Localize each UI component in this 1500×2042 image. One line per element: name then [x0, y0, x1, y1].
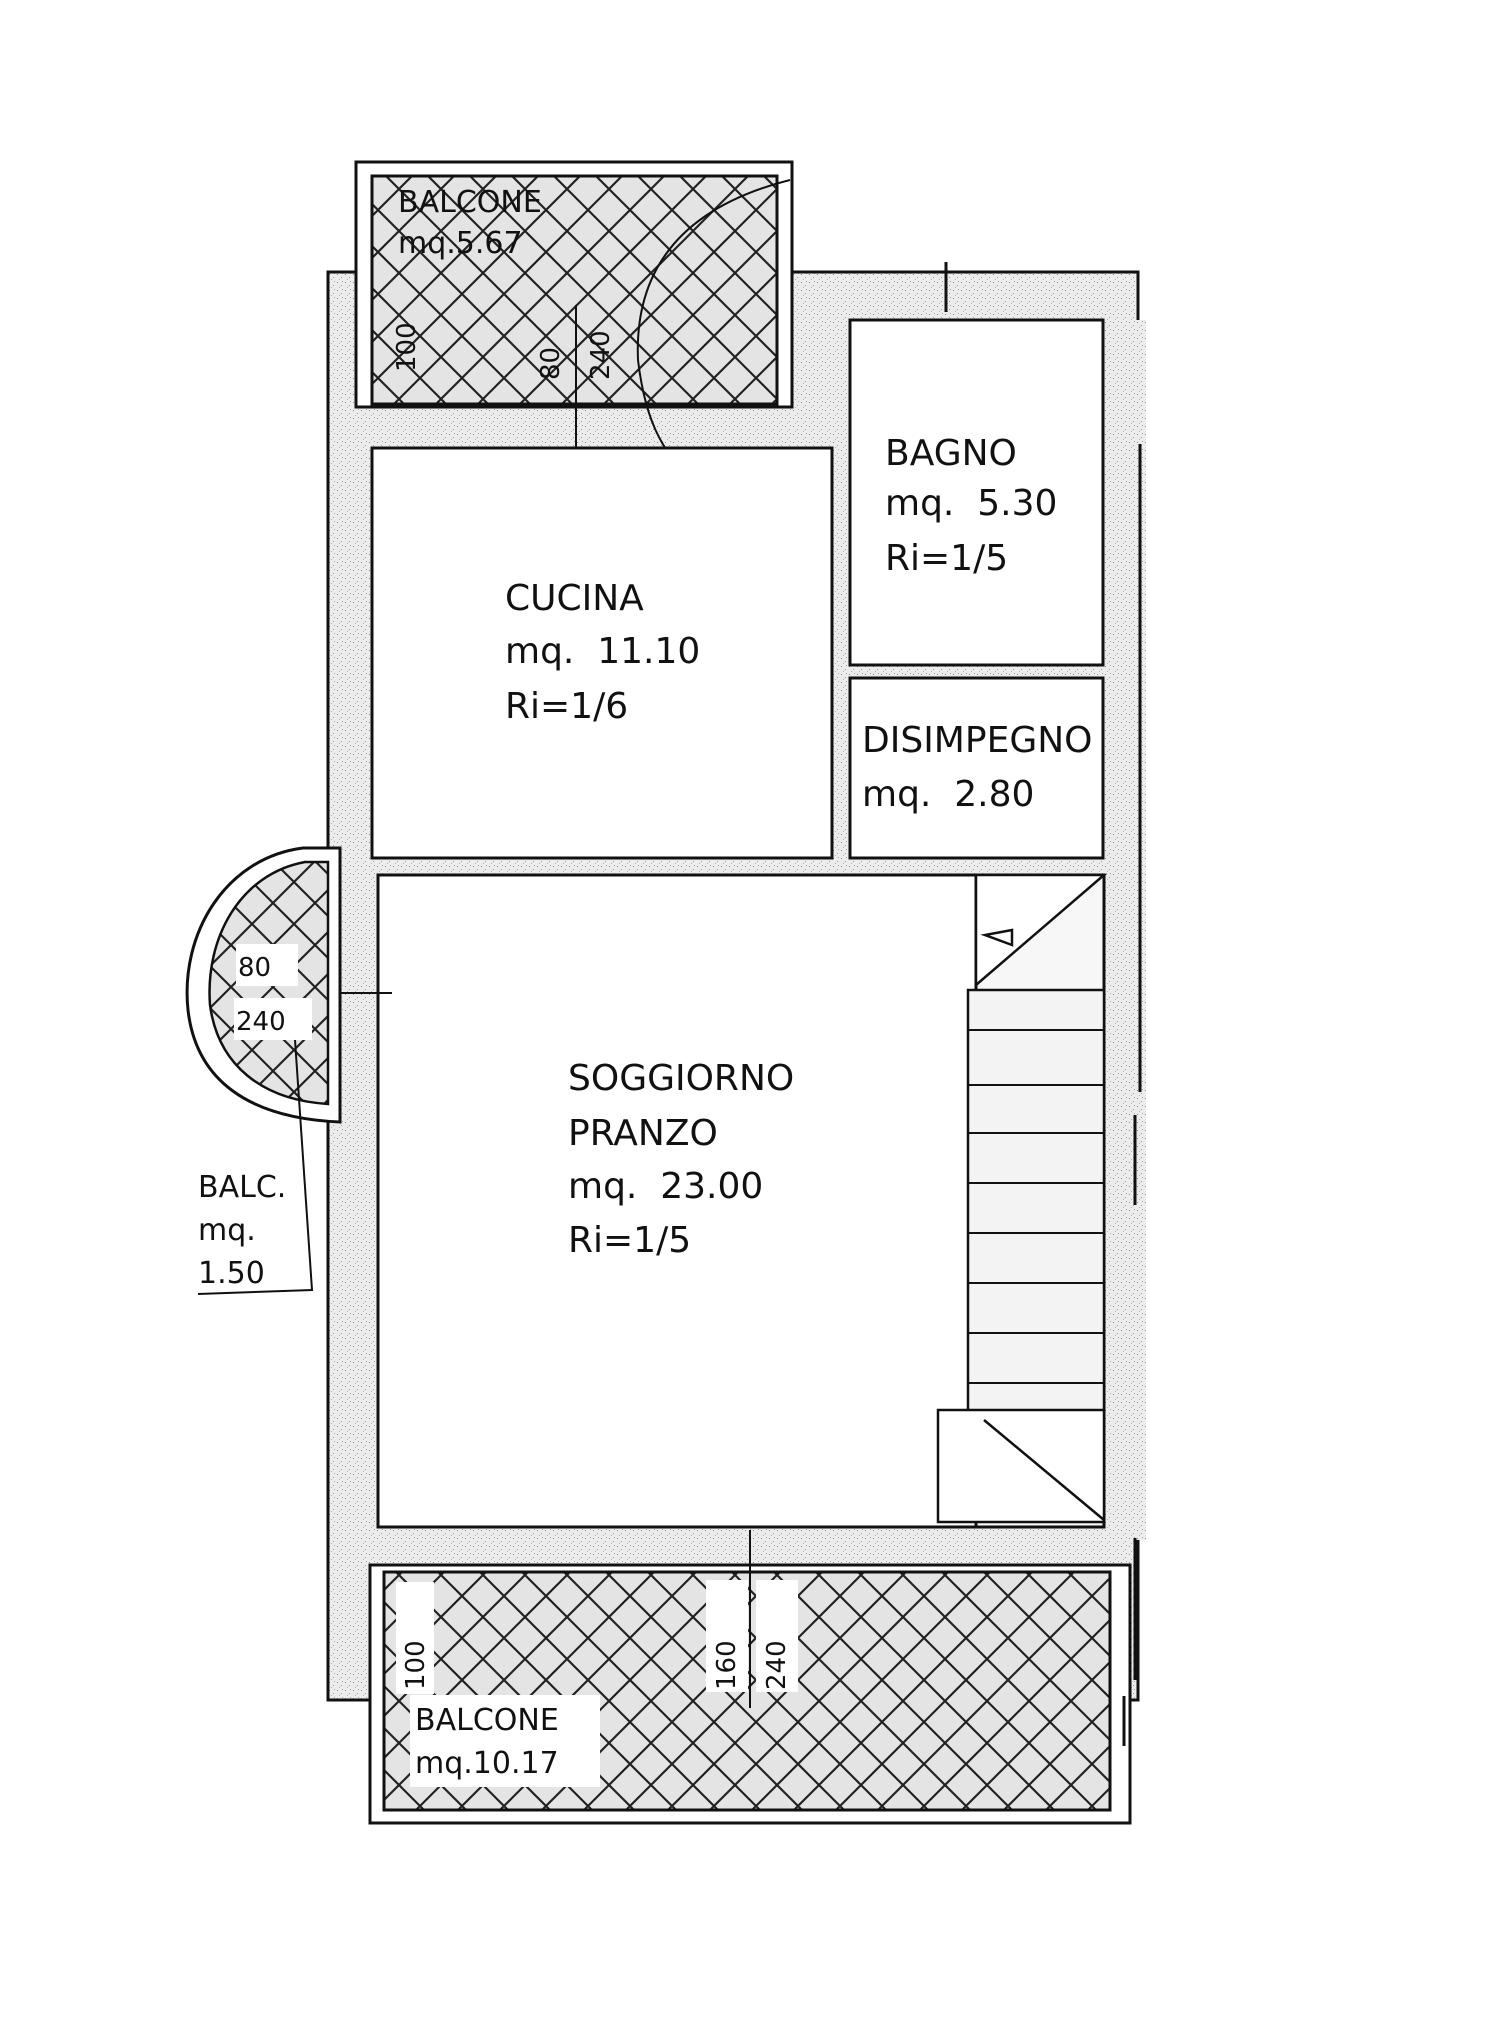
dim-bottom-box-160	[706, 1580, 748, 1692]
room-bagno	[848, 318, 1105, 667]
balc-left-area-value: 1.50	[198, 1256, 265, 1291]
stair-arrow	[980, 928, 1014, 947]
dim-bottom-box-240	[756, 1580, 798, 1692]
balcone-top: BALCONE mq.5.67 100 80 240	[354, 160, 794, 458]
balc-left-name: BALC.	[198, 1170, 286, 1205]
balcone-bottom-name: BALCONE	[415, 1703, 559, 1738]
room-cucina	[370, 446, 834, 860]
soggiorno-name2: PRANZO	[568, 1113, 718, 1154]
stair-landing-top	[974, 873, 1108, 988]
balcone-left: 80 240 BALC. mq. 1.50	[185, 846, 392, 1295]
stair-flight	[966, 988, 1106, 1422]
dim-bottom-box-100	[396, 1582, 434, 1694]
bagno-area: mq. 5.30	[885, 483, 1057, 524]
balcone-top-area: mq.5.67	[398, 226, 523, 261]
stair-diagonal	[983, 1419, 1105, 1521]
balcone-bottom-label-box	[410, 1695, 600, 1787]
room-soggiorno	[376, 873, 978, 1529]
dim-label-80: 80	[536, 347, 566, 380]
balc-left-leader	[197, 1039, 314, 1295]
stair-treads	[968, 1029, 1104, 1384]
bagno-name: BAGNO	[885, 433, 1017, 474]
balc-left-dim-240: 240	[236, 1007, 286, 1037]
wall-details	[944, 262, 1142, 1746]
door-swing-arc	[636, 179, 791, 453]
dim-label-100b: 100	[401, 1640, 431, 1690]
balc-left-area-label: mq.	[198, 1213, 256, 1248]
cucina-ri: Ri=1/6	[505, 686, 628, 727]
cucina-name: CUCINA	[505, 578, 644, 619]
disimpegno-name: DISIMPEGNO	[862, 720, 1092, 761]
soggiorno-ri: Ri=1/5	[568, 1220, 691, 1261]
balcone-bottom-area: mq.10.17	[415, 1746, 559, 1781]
room-labels: BAGNO mq. 5.30 Ri=1/5 CUCINA mq. 11.10 R…	[505, 433, 1092, 1261]
balcone-top-name: BALCONE	[398, 185, 542, 220]
balc-left-dim-80: 80	[238, 953, 271, 983]
dim-label-160: 160	[712, 1640, 742, 1690]
balc-left-dim-box-80	[236, 944, 298, 986]
soggiorno-name: SOGGIORNO	[568, 1058, 794, 1099]
room-disimpegno	[848, 676, 1105, 860]
dim-label-240b: 240	[762, 1640, 792, 1690]
stair-landing-bottom	[936, 1408, 1106, 1524]
bagno-ri: Ri=1/5	[885, 538, 1008, 579]
cucina-area: mq. 11.10	[505, 631, 700, 672]
soggiorno-area: mq. 23.00	[568, 1166, 763, 1207]
balc-left-dim-box-240	[234, 998, 312, 1040]
dim-label-240: 240	[586, 330, 616, 380]
staircase	[936, 873, 1108, 1529]
disimpegno-area: mq. 2.80	[862, 774, 1034, 815]
interior-rooms	[370, 318, 1146, 1540]
dim-label-100: 100	[392, 322, 422, 372]
inner-wall-left	[340, 285, 352, 1695]
balcone-bottom: 100 160 240 BALCONE mq.10.17	[368, 1530, 1132, 1825]
